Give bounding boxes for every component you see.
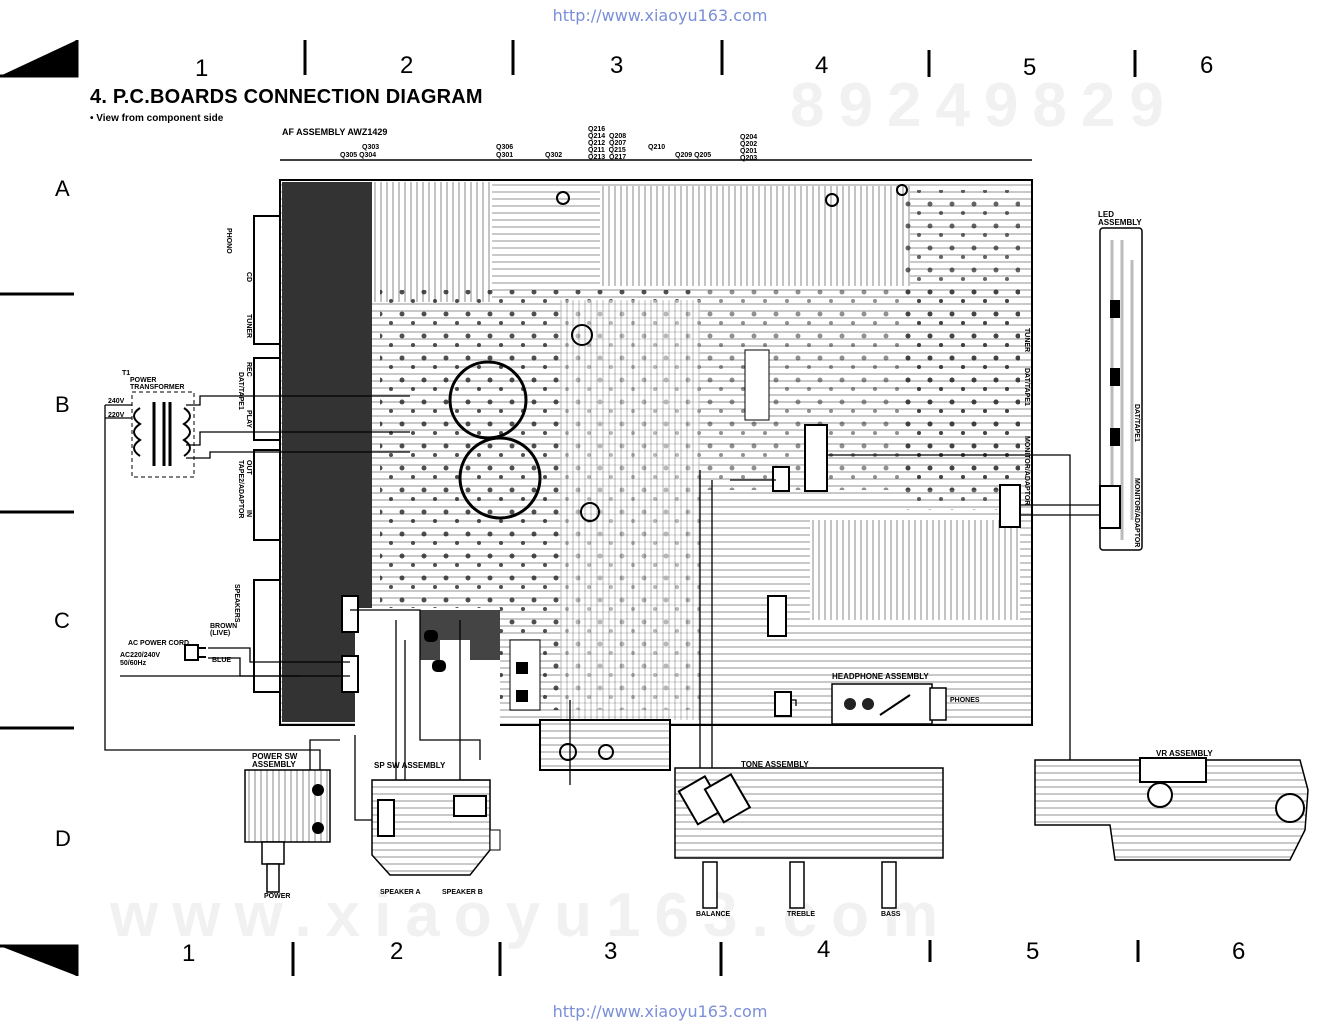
- sp-sw-board: [371, 779, 501, 876]
- sp-sw-assembly-label: SP SW ASSEMBLY: [374, 761, 446, 770]
- col-label-6: 6: [1200, 52, 1214, 79]
- headphone-board: [774, 683, 947, 725]
- col-label-6-bottom: 6: [1232, 938, 1246, 965]
- af-assembly-label: AF ASSEMBLY AWZ1429: [282, 127, 388, 137]
- ac-plug: [184, 644, 206, 661]
- power-sw-assembly-label: POWER SW ASSEMBLY: [252, 752, 298, 769]
- power-label: POWER: [264, 893, 291, 900]
- jack-group-dat-tape1: DAT/TAPE1: [237, 372, 244, 410]
- transistor-ref: Q302: [545, 152, 563, 159]
- wire-blue-label: BLUE: [212, 657, 232, 664]
- tone-assembly-label: TONE ASSEMBLY: [741, 760, 809, 769]
- transistor-ref: Q306: [496, 144, 514, 151]
- vr-board: [1034, 757, 1309, 861]
- speaker-b-label: SPEAKER B: [442, 889, 483, 896]
- transformer-240v: 240V: [108, 398, 125, 405]
- speakers-label: SPEAKERS: [233, 584, 240, 623]
- row-label-b: B: [55, 392, 70, 417]
- col-label-2-bottom: 2: [390, 938, 404, 965]
- board-label-tuner: TUNER: [1023, 328, 1030, 353]
- power-sw-board: [244, 769, 331, 893]
- transistor-ref: Q216 Q214 Q208 Q212 Q207 Q211 Q215 Q213 …: [588, 126, 627, 161]
- transformer-name: POWER TRANSFORMER: [130, 377, 185, 391]
- row-label-d: D: [55, 826, 71, 851]
- col-label-3: 3: [610, 52, 624, 79]
- jack-label-rec: REC: [245, 362, 252, 377]
- bass-label: BASS: [881, 911, 901, 918]
- transformer-220v: 220V: [108, 412, 125, 419]
- jack-label-play: PLAY: [245, 410, 252, 429]
- led-label-dat: DAT/TAPE1: [1133, 404, 1140, 442]
- watermark-phone: 89249829: [790, 71, 1178, 140]
- transistor-ref: Q209 Q205: [675, 152, 712, 159]
- ac-cord-label: AC POWER CORD: [128, 640, 190, 647]
- power-transformer: [131, 391, 195, 478]
- balance-label: BALANCE: [696, 911, 731, 918]
- jack-label-out: OUT: [245, 460, 252, 475]
- col-label-5-bottom: 5: [1026, 938, 1040, 965]
- row-label-a: A: [55, 176, 70, 201]
- transformer-ref: T1: [122, 370, 131, 377]
- board-label-dat: DAT/TAPE1: [1023, 368, 1030, 406]
- tone-board: [674, 767, 944, 909]
- col-label-1-bottom: 1: [182, 940, 196, 967]
- watermark-url-top[interactable]: http://www.xiaoyu163.com: [552, 6, 768, 25]
- watermark-url-bottom[interactable]: http://www.xiaoyu163.com: [552, 1002, 768, 1021]
- led-assembly-label: LED ASSEMBLY: [1098, 210, 1142, 227]
- treble-label: TREBLE: [787, 911, 815, 918]
- col-label-4-bottom: 4: [817, 936, 831, 963]
- transistor-ref: Q305 Q304: [340, 152, 377, 159]
- headphone-assembly-label: HEADPHONE ASSEMBLY: [832, 672, 929, 681]
- jack-label-tuner: TUNER: [245, 314, 252, 339]
- jack-label-cd: CD: [245, 272, 252, 283]
- col-label-5: 5: [1023, 54, 1037, 81]
- transistor-ref: Q210: [648, 144, 666, 151]
- jack-label-phono: PHONO: [225, 228, 232, 254]
- col-label-3-bottom: 3: [604, 938, 618, 965]
- col-label-4: 4: [815, 52, 829, 79]
- led-board: [1099, 227, 1143, 551]
- af-board: [253, 179, 1033, 771]
- board-label-monitor: MONITOR/ADAPTOR: [1023, 436, 1030, 506]
- row-label-c: C: [54, 608, 70, 633]
- col-label-2: 2: [400, 52, 414, 79]
- ac-cord-spec: AC220/240V 50/60Hz: [120, 652, 161, 667]
- phones-label: PHONES: [950, 697, 980, 704]
- page-subtitle: • View from component side: [90, 113, 224, 124]
- vr-assembly-label: VR ASSEMBLY: [1156, 749, 1213, 758]
- page-title: 4. P.C.BOARDS CONNECTION DIAGRAM: [90, 86, 483, 108]
- led-label-monitor: MONITOR/ADAPTOR: [1133, 478, 1140, 548]
- jack-group-tape2-adaptor: TAPE2/ADAPTOR: [237, 460, 244, 519]
- jack-label-in: IN: [245, 510, 252, 517]
- col-label-1: 1: [195, 55, 209, 82]
- transistor-ref: Q204 Q202 Q201 Q203: [740, 134, 758, 162]
- transistor-ref: Q301: [496, 152, 514, 159]
- wire-brown-label: BROWN (LIVE): [210, 623, 238, 637]
- speaker-a-label: SPEAKER A: [380, 889, 421, 896]
- transistor-ref: Q303: [362, 144, 380, 151]
